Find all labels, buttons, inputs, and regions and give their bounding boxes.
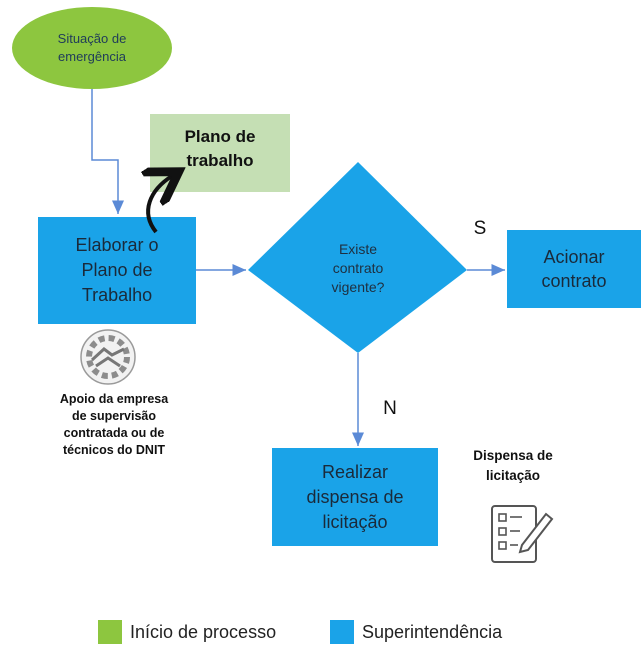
legend-label-superintendence: Superintendência: [362, 622, 503, 642]
handshake-icon: [80, 329, 136, 385]
dispense-label: Realizar dispensa de licitação: [306, 461, 404, 532]
decision-diamond: [248, 162, 467, 353]
elaborate-label: Elaborar o Plano de Trabalho: [75, 235, 159, 305]
start-ellipse: [12, 7, 172, 89]
activate-label: Acionar contrato: [541, 247, 607, 291]
elaborate-box: [38, 217, 196, 324]
start-label: Situação de emergência: [57, 31, 127, 64]
activate-box: [507, 230, 641, 308]
plan-doc-label: Plano de trabalho: [184, 127, 256, 170]
support-note: Apoio da empresa de supervisão contratad…: [59, 392, 169, 457]
dispense-note: Dispensa de licitação: [473, 448, 553, 483]
edge-label-yes: S: [473, 218, 487, 239]
dispense-box: [272, 448, 438, 546]
decision-label: Existe contrato vigente?: [331, 240, 385, 295]
legend-label-start: Início de processo: [130, 622, 277, 642]
edge-label-no: N: [383, 398, 397, 419]
legend-swatch-superintendence: [330, 620, 354, 644]
arrow-start-to-elaborate: [91, 89, 124, 214]
legend-swatch-start: [98, 620, 122, 644]
legend: Início de processo Superintendência: [0, 618, 641, 646]
curved-arrow-to-plan: [148, 176, 172, 234]
checklist-icon: [491, 505, 554, 563]
